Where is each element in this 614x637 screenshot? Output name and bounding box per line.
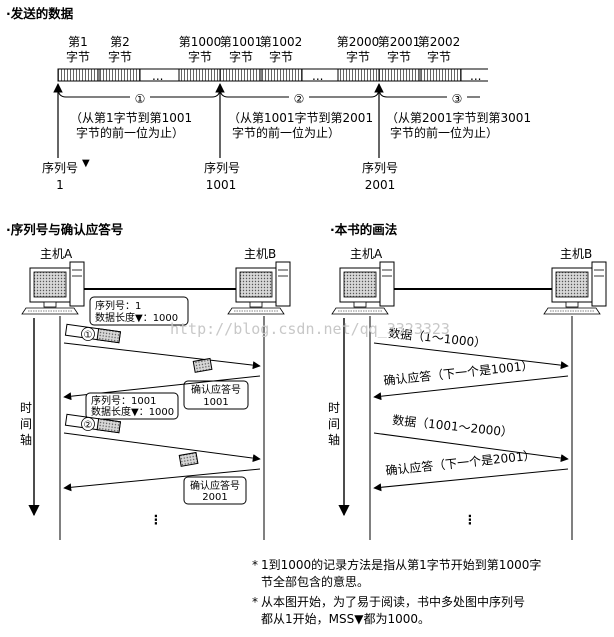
time-axis-label: 轴 — [20, 432, 32, 447]
byte-label-unit: 字节 — [387, 49, 411, 64]
packet2-icon — [64, 413, 121, 434]
packet2-seq: 序列号：1001 — [91, 394, 156, 407]
seq-value: 1001 — [206, 178, 237, 192]
ellipsis: ... — [470, 69, 481, 83]
ack1-icon — [192, 357, 213, 373]
packet1-seq: 序列号：1 — [95, 299, 141, 312]
packet2-len: 数据长度▼：1000 — [91, 405, 174, 418]
time-axis-label: 间 — [20, 417, 32, 431]
packet1-icon — [64, 323, 121, 344]
note-star: * — [252, 558, 258, 572]
byte-strip: ... ... ... — [57, 68, 488, 83]
byte-label-num: 第1002 — [260, 35, 303, 49]
byte-label-num: 第2000 — [337, 35, 380, 49]
packet1-header-callout — [89, 296, 189, 326]
msg-ack-1: 确认应答（下一个是1001） — [383, 357, 534, 388]
byte-label-unit: 字节 — [66, 49, 90, 64]
seq-value: 1 — [56, 178, 64, 192]
packet2-header-callout — [85, 392, 179, 420]
segment-desc: 字节的前一位为止） — [232, 125, 340, 140]
byte-label-num: 第1001 — [220, 35, 263, 49]
ack2-value: 2001 — [202, 492, 227, 503]
section-title-book-style: ·本书的画法 — [330, 222, 398, 237]
segment-marker-1: ① — [135, 92, 146, 106]
segment-desc: （从第2001字节到第3001 — [386, 110, 531, 125]
time-axis-label: 时 — [20, 401, 32, 415]
byte-label-unit: 字节 — [346, 49, 370, 64]
segment-descriptions: （从第1字节到第1001 字节的前一位为止） （从第1001字节到第2001 字… — [70, 110, 531, 140]
ellipsis: ... — [152, 69, 163, 83]
footnotes: * 1到1000的记录方法是指从第1字节开始到第1000字 节全部包含的意思。 … — [252, 557, 541, 626]
segment-desc: 字节的前一位为止） — [76, 125, 184, 140]
seq-label: 序列号 — [42, 160, 78, 175]
sequence-arrows — [53, 83, 384, 158]
ack1-value: 1001 — [203, 397, 228, 408]
computer-icon — [227, 261, 291, 315]
seq-label: 序列号 — [204, 160, 240, 175]
ellipsis: ... — [312, 69, 323, 83]
byte-label-num: 第2 — [110, 35, 130, 49]
seq-label: 序列号 — [362, 160, 398, 175]
ack-arrow-2 — [373, 468, 569, 492]
sequence-labels: 序列号 ▼ 1 序列号 1001 序列号 2001 — [42, 158, 398, 192]
section-title-seq-ack: ·序列号与确认应答号 — [6, 222, 123, 237]
byte-label-num: 第2001 — [378, 35, 421, 49]
byte-labels: 第1 字节 第2 字节 第1000 字节 第1001 字节 第1002 字节 第… — [66, 35, 460, 64]
host-b-label: 主机B — [560, 247, 592, 261]
computer-icon — [331, 261, 395, 315]
time-axis-label: 轴 — [328, 432, 340, 447]
data-arrow-2 — [63, 432, 261, 463]
triangle-mark: ▼ — [82, 158, 90, 169]
note-star: * — [252, 595, 258, 609]
segment-marker-3: ③ — [452, 92, 463, 106]
host-a-label: 主机A — [350, 247, 383, 261]
msg-data-2: 数据（1001～2000） — [392, 412, 514, 440]
msg-ack-2: 确认应答（下一个是2001） — [385, 447, 536, 478]
byte-label-unit: 字节 — [269, 49, 293, 64]
segment-desc: （从第1001字节到第2001 — [228, 110, 373, 125]
packet2-marker: ② — [84, 420, 93, 431]
host-a-label: 主机A — [40, 247, 73, 261]
byte-label-unit: 字节 — [188, 49, 212, 64]
data-arrow-1 — [63, 342, 261, 370]
time-axis-label: 时 — [328, 401, 340, 415]
byte-label-num: 第1 — [68, 35, 88, 49]
byte-label-unit: 字节 — [427, 49, 451, 64]
computer-icon — [21, 261, 85, 315]
ack-arrow-1 — [373, 375, 569, 401]
seq-value: 2001 — [365, 178, 396, 192]
watermark: http://blog.csdn.net/qq_3323323 — [170, 320, 450, 338]
segment-brackets — [57, 87, 480, 105]
note-line: 1到1000的记录方法是指从第1字节开始到第1000字 — [261, 557, 541, 572]
ack2-icon — [178, 451, 199, 467]
data-arrow-2 — [373, 432, 569, 463]
packet1-len: 数据长度▼：1000 — [95, 311, 178, 324]
computer-icon — [543, 261, 607, 315]
continuation-dots: ⋮ — [464, 512, 477, 527]
ack2-callout — [183, 476, 247, 505]
note-line: 节全部包含的意思。 — [261, 574, 369, 589]
note-line: 从本图开始，为了易于阅读，书中多处图中序列号 — [261, 594, 525, 609]
segment-marker-2: ② — [294, 92, 305, 106]
data-arrow-1 — [373, 342, 569, 370]
continuation-dots: ⋮ — [150, 512, 163, 527]
ack1-label: 确认应答号 — [191, 383, 241, 396]
time-axis-label: 间 — [328, 417, 340, 431]
packet1-marker: ① — [84, 330, 93, 341]
byte-label-unit: 字节 — [229, 49, 253, 64]
ack2-label: 确认应答号 — [190, 479, 240, 492]
byte-label-num: 第1000 — [179, 35, 222, 49]
segment-desc: （从第1字节到第1001 — [70, 110, 192, 125]
host-b-label: 主机B — [244, 247, 276, 261]
segment-desc: 字节的前一位为止） — [390, 125, 498, 140]
byte-label-num: 第2002 — [418, 35, 461, 49]
ack-arrow-2 — [63, 468, 261, 492]
byte-label-unit: 字节 — [108, 49, 132, 64]
note-line: 都从1开始，MSS▼都为1000。 — [261, 612, 430, 626]
section-title-sent-data: ·发送的数据 — [6, 6, 74, 21]
